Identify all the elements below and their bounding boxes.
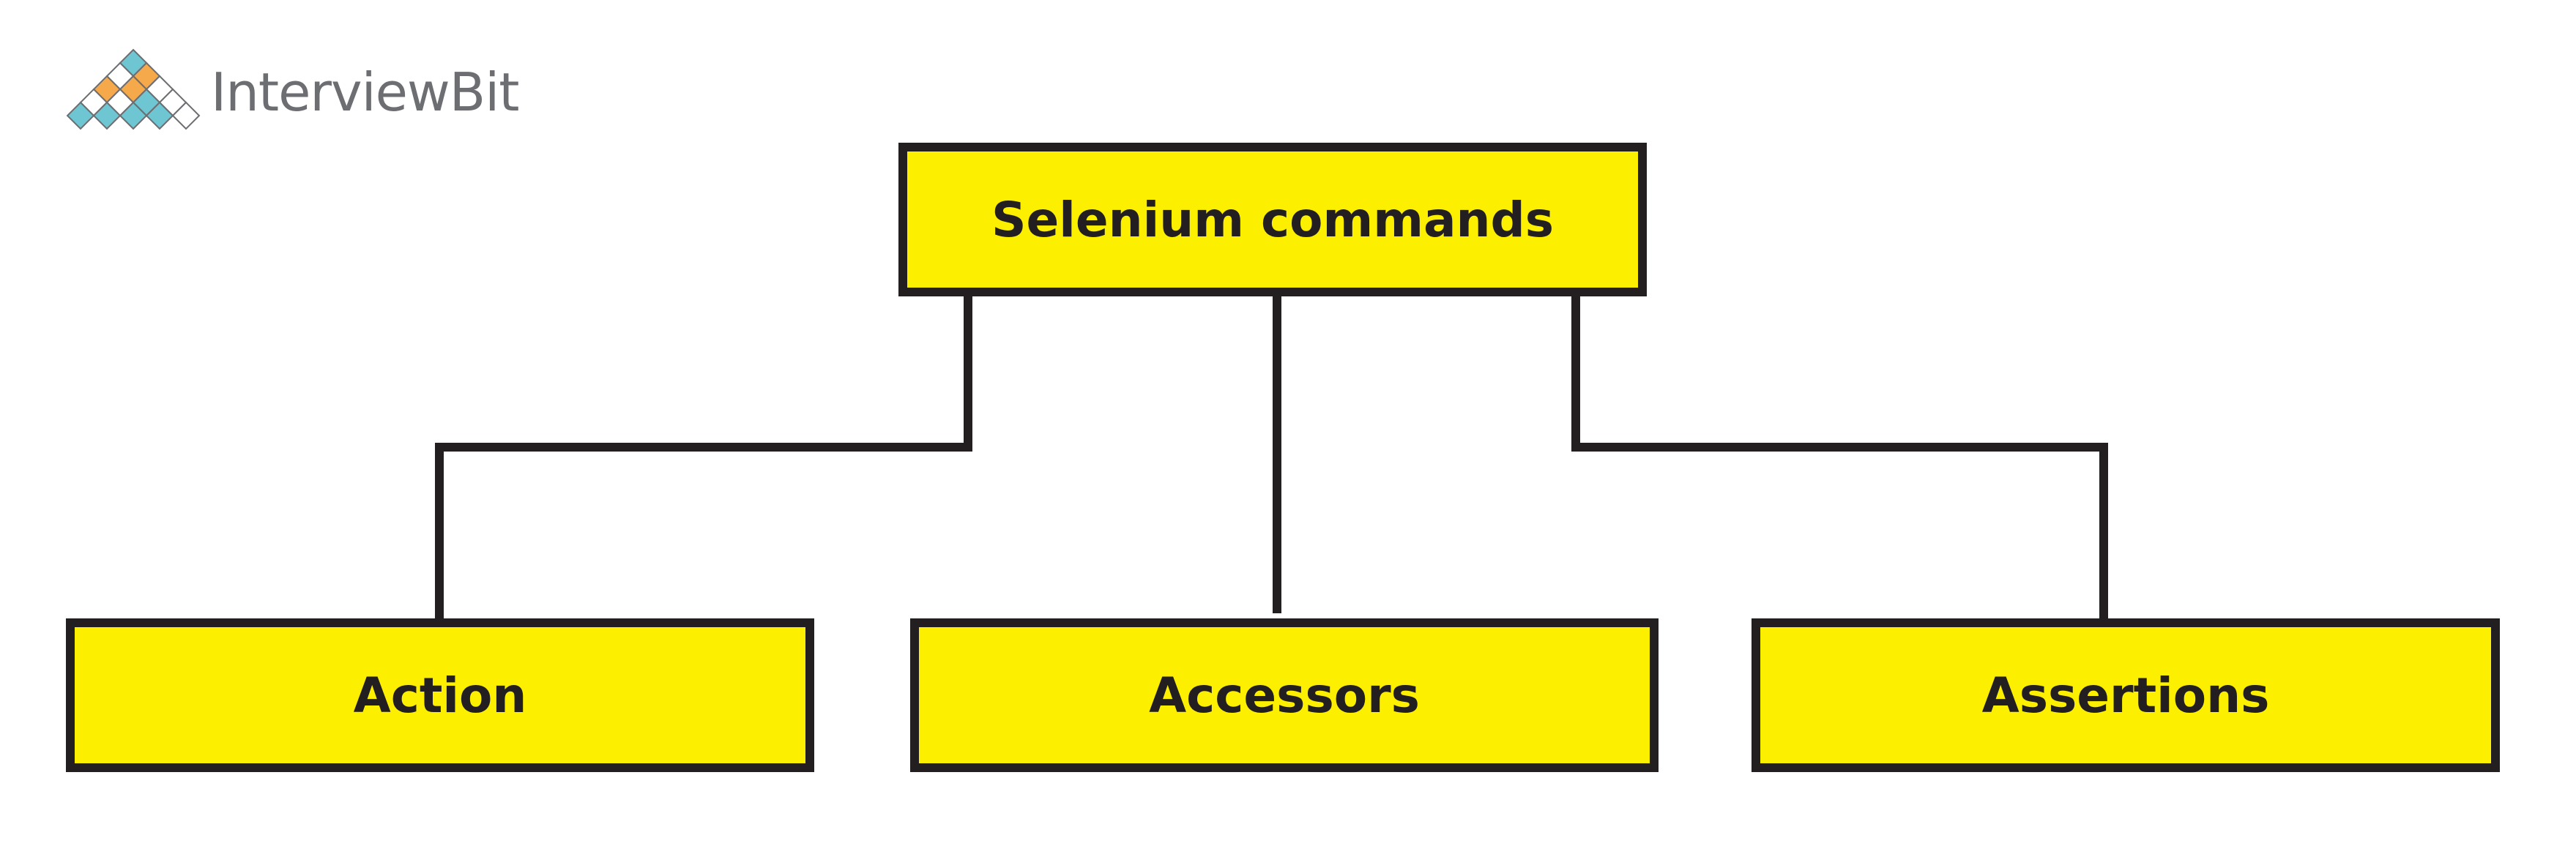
node-label: Action <box>353 667 527 724</box>
connector-root-to-action <box>435 296 972 621</box>
interviewbit-logo-icon <box>66 48 201 130</box>
brand-name: InterviewBit <box>211 61 519 123</box>
node-assertions: Assertions <box>1752 618 2500 772</box>
node-label: Selenium commands <box>991 191 1555 248</box>
connector-root-to-assertions <box>1571 296 2108 621</box>
node-selenium-commands: Selenium commands <box>898 143 1647 296</box>
node-label: Assertions <box>1981 667 2270 724</box>
node-action: Action <box>66 618 814 772</box>
node-label: Accessors <box>1149 667 1420 724</box>
brand-logo: InterviewBit <box>64 48 519 136</box>
node-accessors: Accessors <box>910 618 1659 772</box>
